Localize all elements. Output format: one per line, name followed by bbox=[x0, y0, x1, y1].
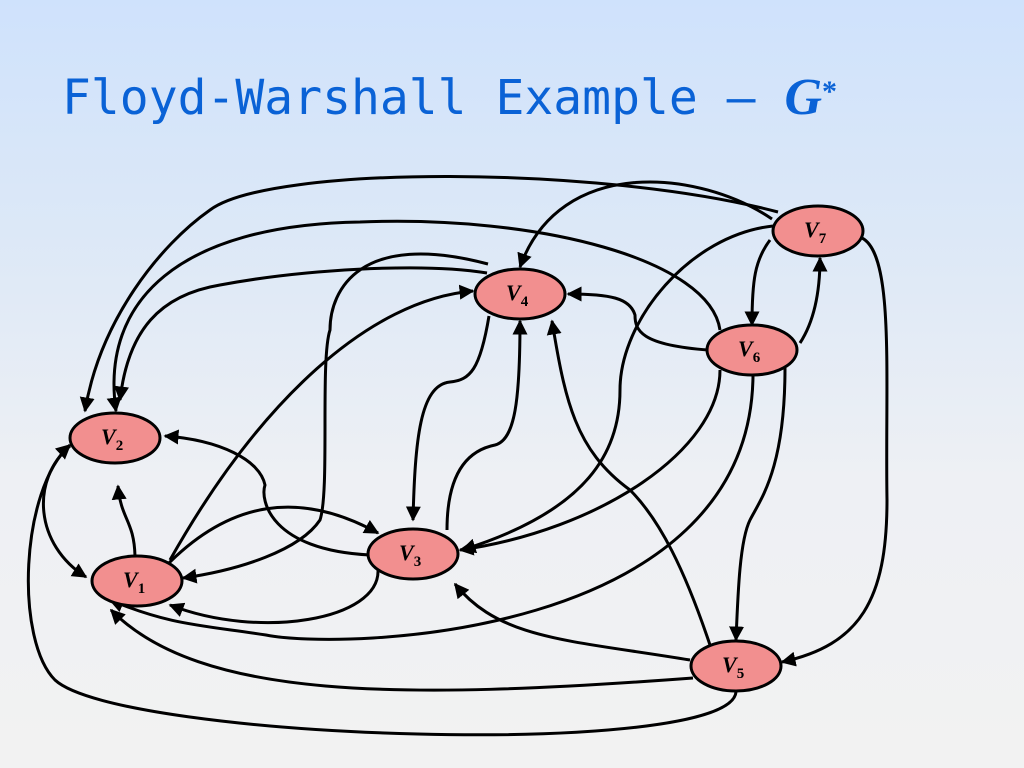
edge-v6-to-v7 bbox=[798, 256, 828, 344]
edges-layer bbox=[26, 175, 889, 737]
node-letter-v6: V bbox=[738, 336, 755, 361]
node-letter-v2: V bbox=[101, 424, 118, 449]
node-ellipse-v1 bbox=[90, 554, 184, 608]
edge-v4-to-v2 bbox=[114, 266, 488, 402]
edge-v7-to-v2 bbox=[79, 175, 779, 413]
edge-v2-to-v1 bbox=[41, 444, 88, 579]
node-subscript-v7: 7 bbox=[819, 231, 827, 247]
node-ellipse-v3 bbox=[366, 527, 460, 581]
node-ellipse-v4 bbox=[473, 267, 567, 321]
node-label-v2: V2 bbox=[101, 424, 123, 454]
node-letter-v1: V bbox=[123, 567, 140, 592]
edge-v7-to-v3 bbox=[460, 224, 774, 554]
edge-v6-to-v2 bbox=[106, 219, 722, 413]
node-label-v7: V7 bbox=[804, 217, 827, 247]
node-subscript-v1: 1 bbox=[138, 581, 146, 597]
node-subscript-v6: 6 bbox=[753, 350, 761, 366]
node-subscript-v3: 3 bbox=[414, 554, 422, 570]
edge-v5-to-v4 bbox=[546, 319, 713, 649]
edge-v5-to-v2 bbox=[26, 443, 738, 737]
slide-title: Floyd-Warshall Example – G* bbox=[62, 68, 837, 128]
edge-v6-to-v5 bbox=[729, 367, 787, 642]
node-ellipse-v7 bbox=[771, 204, 865, 258]
edge-v6-to-v3 bbox=[458, 369, 722, 556]
node-v7: V7 bbox=[771, 204, 865, 258]
node-label-v5: V5 bbox=[722, 652, 744, 682]
node-letter-v4: V bbox=[506, 280, 523, 305]
edge-v1-to-v4 bbox=[168, 284, 475, 561]
node-subscript-v4: 4 bbox=[521, 294, 529, 310]
edge-v3-to-v2 bbox=[163, 429, 371, 557]
node-ellipse-v2 bbox=[68, 411, 162, 465]
node-v5: V5 bbox=[689, 639, 783, 693]
edge-v3-to-v4 bbox=[445, 319, 528, 531]
node-v2: V2 bbox=[68, 411, 162, 465]
node-ellipse-v6 bbox=[705, 323, 799, 377]
node-ellipse-v5 bbox=[689, 639, 783, 693]
edge-v7-to-v4 bbox=[517, 180, 773, 269]
edge-v7-to-v6 bbox=[744, 239, 772, 327]
edge-v4-to-v3 bbox=[405, 315, 491, 522]
edge-v3-to-v1 bbox=[168, 569, 380, 625]
edge-v6-to-v4 bbox=[566, 286, 709, 352]
node-v6: V6 bbox=[705, 323, 799, 377]
edge-v4-to-v1 bbox=[181, 252, 489, 584]
node-label-v3: V3 bbox=[399, 540, 421, 570]
title-graph-symbol: G bbox=[784, 69, 823, 126]
node-letter-v7: V bbox=[804, 217, 821, 242]
node-letter-v5: V bbox=[722, 652, 739, 677]
title-text: Floyd-Warshall Example – bbox=[62, 70, 785, 126]
edge-v6-to-v1 bbox=[108, 375, 755, 641]
title-star: * bbox=[822, 75, 838, 108]
node-label-v4: V4 bbox=[506, 280, 529, 310]
node-subscript-v5: 5 bbox=[737, 666, 745, 682]
edge-v5-to-v3 bbox=[453, 582, 691, 662]
node-letter-v3: V bbox=[399, 540, 416, 565]
node-v1: V1 bbox=[90, 554, 184, 608]
edge-v7-to-v5 bbox=[780, 236, 889, 667]
edge-v1-to-v2 bbox=[111, 484, 137, 557]
node-subscript-v2: 2 bbox=[116, 438, 124, 454]
node-label-v6: V6 bbox=[738, 336, 761, 366]
node-v3: V3 bbox=[366, 527, 460, 581]
edge-v5-to-v1 bbox=[109, 608, 694, 692]
node-v4: V4 bbox=[473, 267, 567, 321]
node-label-v1: V1 bbox=[123, 567, 145, 597]
